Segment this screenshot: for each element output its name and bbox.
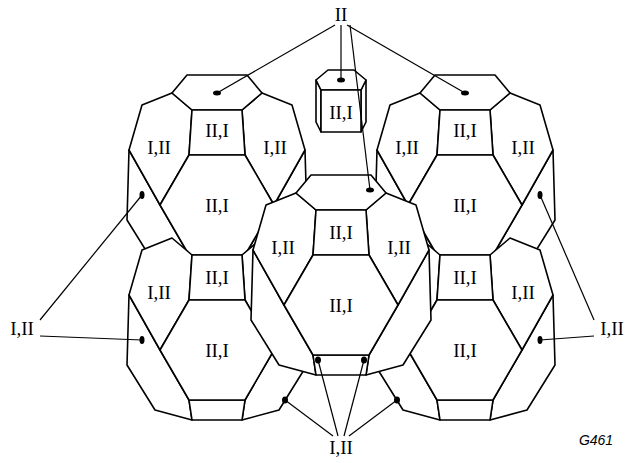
face-label: I,II <box>511 138 535 157</box>
face-label: II,I <box>453 341 477 360</box>
face-label: I,II <box>147 283 171 302</box>
site-callout: I,II <box>329 438 353 457</box>
face-label: I,II <box>147 138 171 157</box>
face-label: II,I <box>453 268 477 287</box>
figure-code: G461 <box>579 433 613 447</box>
face-label: II,I <box>205 196 229 215</box>
face-label: I,II <box>395 138 419 157</box>
face-label: II,I <box>329 103 353 122</box>
face-label: II,I <box>205 341 229 360</box>
face-label: II,I <box>453 121 477 140</box>
face-label: I,II <box>271 238 295 257</box>
face-label: I,II <box>511 283 535 302</box>
face-label: II,I <box>205 268 229 287</box>
face-label: II,I <box>205 121 229 140</box>
face-label: II,I <box>329 296 353 315</box>
face-label: II,I <box>453 196 477 215</box>
site-callout: II <box>335 5 348 24</box>
face-label: I,II <box>387 238 411 257</box>
site-callout: I,II <box>10 319 34 338</box>
face-label: II,I <box>329 223 353 242</box>
site-callout: I,II <box>600 319 624 338</box>
face-label: I,II <box>263 138 287 157</box>
